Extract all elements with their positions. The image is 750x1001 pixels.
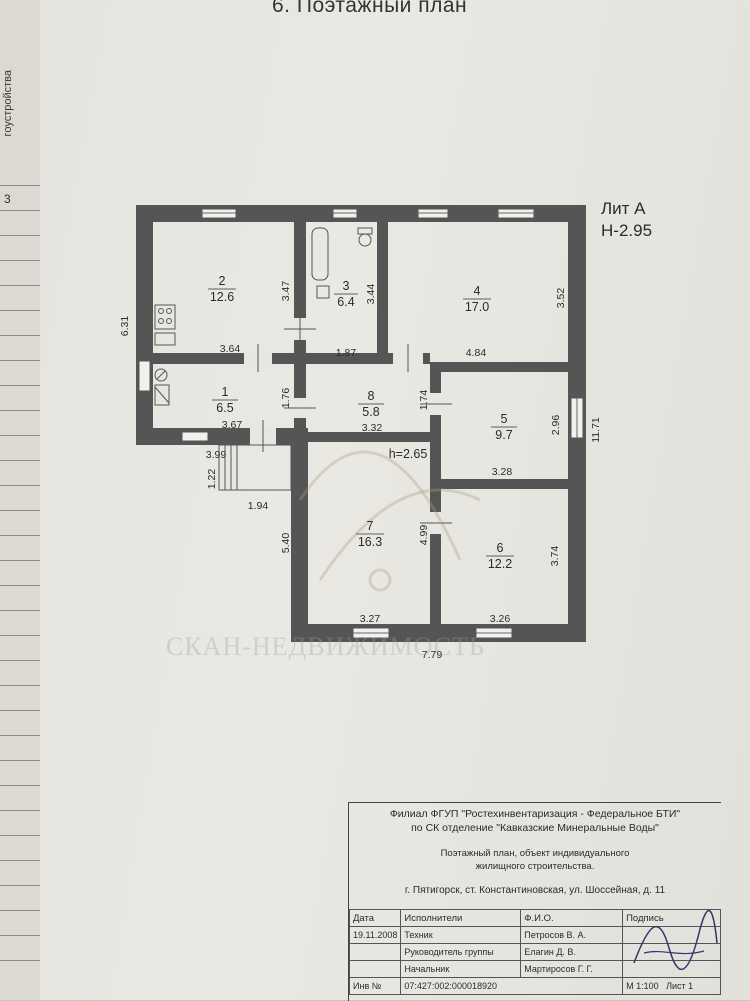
- wall-left-lower: [291, 428, 308, 642]
- table-row: Начальник Мартиросов Г. Г.: [348, 960, 721, 978]
- inner-height-label: h=2.65: [389, 447, 428, 461]
- room-6-number: 6: [497, 541, 504, 555]
- wall-row1-right: [430, 362, 570, 372]
- room-1-number: 1: [222, 385, 229, 399]
- room-6-area: 12.2: [488, 557, 512, 571]
- wall-row1-left: [153, 353, 430, 364]
- object-description: Поэтажный план, объект индивидуального ж…: [440, 848, 630, 872]
- address: г. Пятигорск, ст. Константиновская, ул. …: [404, 885, 666, 896]
- svg-text:6.31: 6.31: [119, 316, 131, 337]
- bathtub-icon: [311, 227, 329, 281]
- watermark-text: СКАН-НЕДВИЖИМОСТЬ: [166, 632, 485, 661]
- signature: [633, 909, 718, 971]
- kitchen-sink-icon: [154, 332, 176, 346]
- svg-text:3.99: 3.99: [206, 449, 227, 461]
- room-4-area: 17.0: [465, 300, 489, 314]
- svg-text:3.26: 3.26: [490, 613, 511, 625]
- svg-text:7.79: 7.79: [422, 649, 443, 661]
- wall-5-6-7: [430, 362, 441, 624]
- porch: [218, 444, 292, 491]
- window-lines: [202, 212, 578, 634]
- svg-text:3.28: 3.28: [492, 466, 513, 478]
- room-8-number: 8: [368, 389, 375, 403]
- wall-8-7: [306, 432, 432, 442]
- svg-text:1.74: 1.74: [418, 390, 430, 411]
- watermark-emblem: [298, 450, 481, 592]
- table-row: Инв № 07:427:002:000018920 М 1:100 Лист …: [348, 977, 721, 995]
- room-4-number: 4: [474, 284, 481, 298]
- liter-label: Лит А: [601, 199, 646, 218]
- svg-text:3.27: 3.27: [360, 613, 381, 625]
- svg-text:3.32: 3.32: [362, 422, 383, 434]
- svg-text:1.87: 1.87: [336, 347, 357, 359]
- svg-text:3.52: 3.52: [555, 288, 567, 309]
- room-1-area: 6.5: [216, 401, 233, 415]
- boiler-icon: [154, 368, 168, 382]
- wall-left-upper: [136, 205, 153, 445]
- room-7-area: 16.3: [358, 535, 382, 549]
- heater-icon: [154, 384, 170, 406]
- room-5-area: 9.7: [495, 428, 512, 442]
- svg-text:4.99: 4.99: [418, 525, 430, 546]
- svg-text:4.84: 4.84: [466, 347, 487, 359]
- wall-top: [136, 205, 586, 222]
- title-block: Филиал ФГУП "Ростехинвентаризация - Феде…: [348, 802, 721, 1001]
- height-label: Н-2.95: [601, 221, 652, 240]
- svg-text:5.40: 5.40: [280, 533, 292, 554]
- dimensions: 6.31 3.47 3.44 3.52 3.64 1.87 4.84 1.76 …: [119, 281, 602, 661]
- toilet-icon: [358, 233, 372, 247]
- binder-strip: гоустройства 3: [0, 0, 41, 1000]
- svg-text:1.76: 1.76: [280, 388, 292, 409]
- page-title: 6. Поэтажный план: [272, 0, 468, 17]
- svg-text:3.64: 3.64: [220, 343, 241, 355]
- svg-text:3.47: 3.47: [280, 281, 292, 302]
- fixtures: [154, 227, 373, 406]
- room-3-number: 3: [343, 279, 350, 293]
- room-3-area: 6.4: [337, 295, 354, 309]
- stove-icon: [154, 304, 176, 330]
- svg-text:3.74: 3.74: [549, 546, 561, 567]
- side-number: 3: [4, 192, 11, 206]
- document-sheet: [40, 0, 750, 1000]
- executors-table: Дата Исполнители Ф.И.О. Подпись 19.11.20…: [348, 909, 721, 995]
- svg-text:2.96: 2.96: [550, 415, 562, 436]
- room-5-number: 5: [501, 412, 508, 426]
- svg-text:11.71: 11.71: [590, 417, 602, 443]
- svg-text:1.22: 1.22: [206, 469, 218, 490]
- table-row: Руководитель группы Елагин Д. В.: [348, 943, 721, 961]
- svg-text:1.94: 1.94: [248, 500, 269, 512]
- room-7-number: 7: [367, 519, 374, 533]
- room-8-area: 5.8: [362, 405, 379, 419]
- door-marks: [257, 318, 452, 524]
- wall-5-6: [441, 479, 568, 489]
- organization: Филиал ФГУП "Ростехинвентаризация - Феде…: [389, 808, 681, 834]
- sink-icon: [316, 285, 330, 299]
- wall-3-4: [377, 222, 388, 364]
- room-2-number: 2: [219, 274, 226, 288]
- svg-text:3.44: 3.44: [365, 284, 377, 305]
- svg-text:3.67: 3.67: [222, 419, 243, 431]
- room-2-area: 12.6: [210, 290, 234, 304]
